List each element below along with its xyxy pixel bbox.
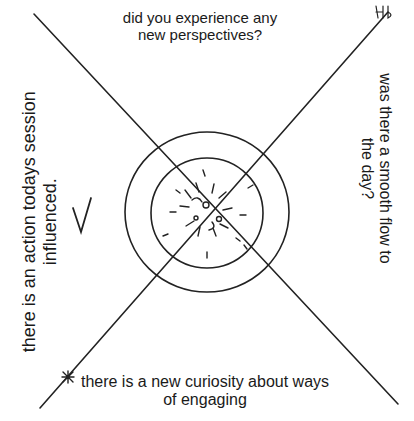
- check-mark: [73, 198, 91, 232]
- scribble-marks: [163, 170, 253, 258]
- asterisk-mark: [62, 371, 74, 383]
- outer-circle: [125, 132, 289, 292]
- diagonal-line: [40, 12, 388, 408]
- quadrant-question: was there a smooth flow to the day?: [358, 63, 395, 273]
- quadrant-statement: there is an action todays session influe…: [19, 72, 60, 372]
- quadrant-question: did you experience any new perspectives?: [115, 9, 285, 44]
- quadrant-statement: there is a new curiosity about ways of e…: [75, 373, 335, 410]
- diagonal-line: [34, 14, 398, 404]
- inner-circle: [151, 158, 263, 268]
- initials-scribble: [376, 6, 391, 18]
